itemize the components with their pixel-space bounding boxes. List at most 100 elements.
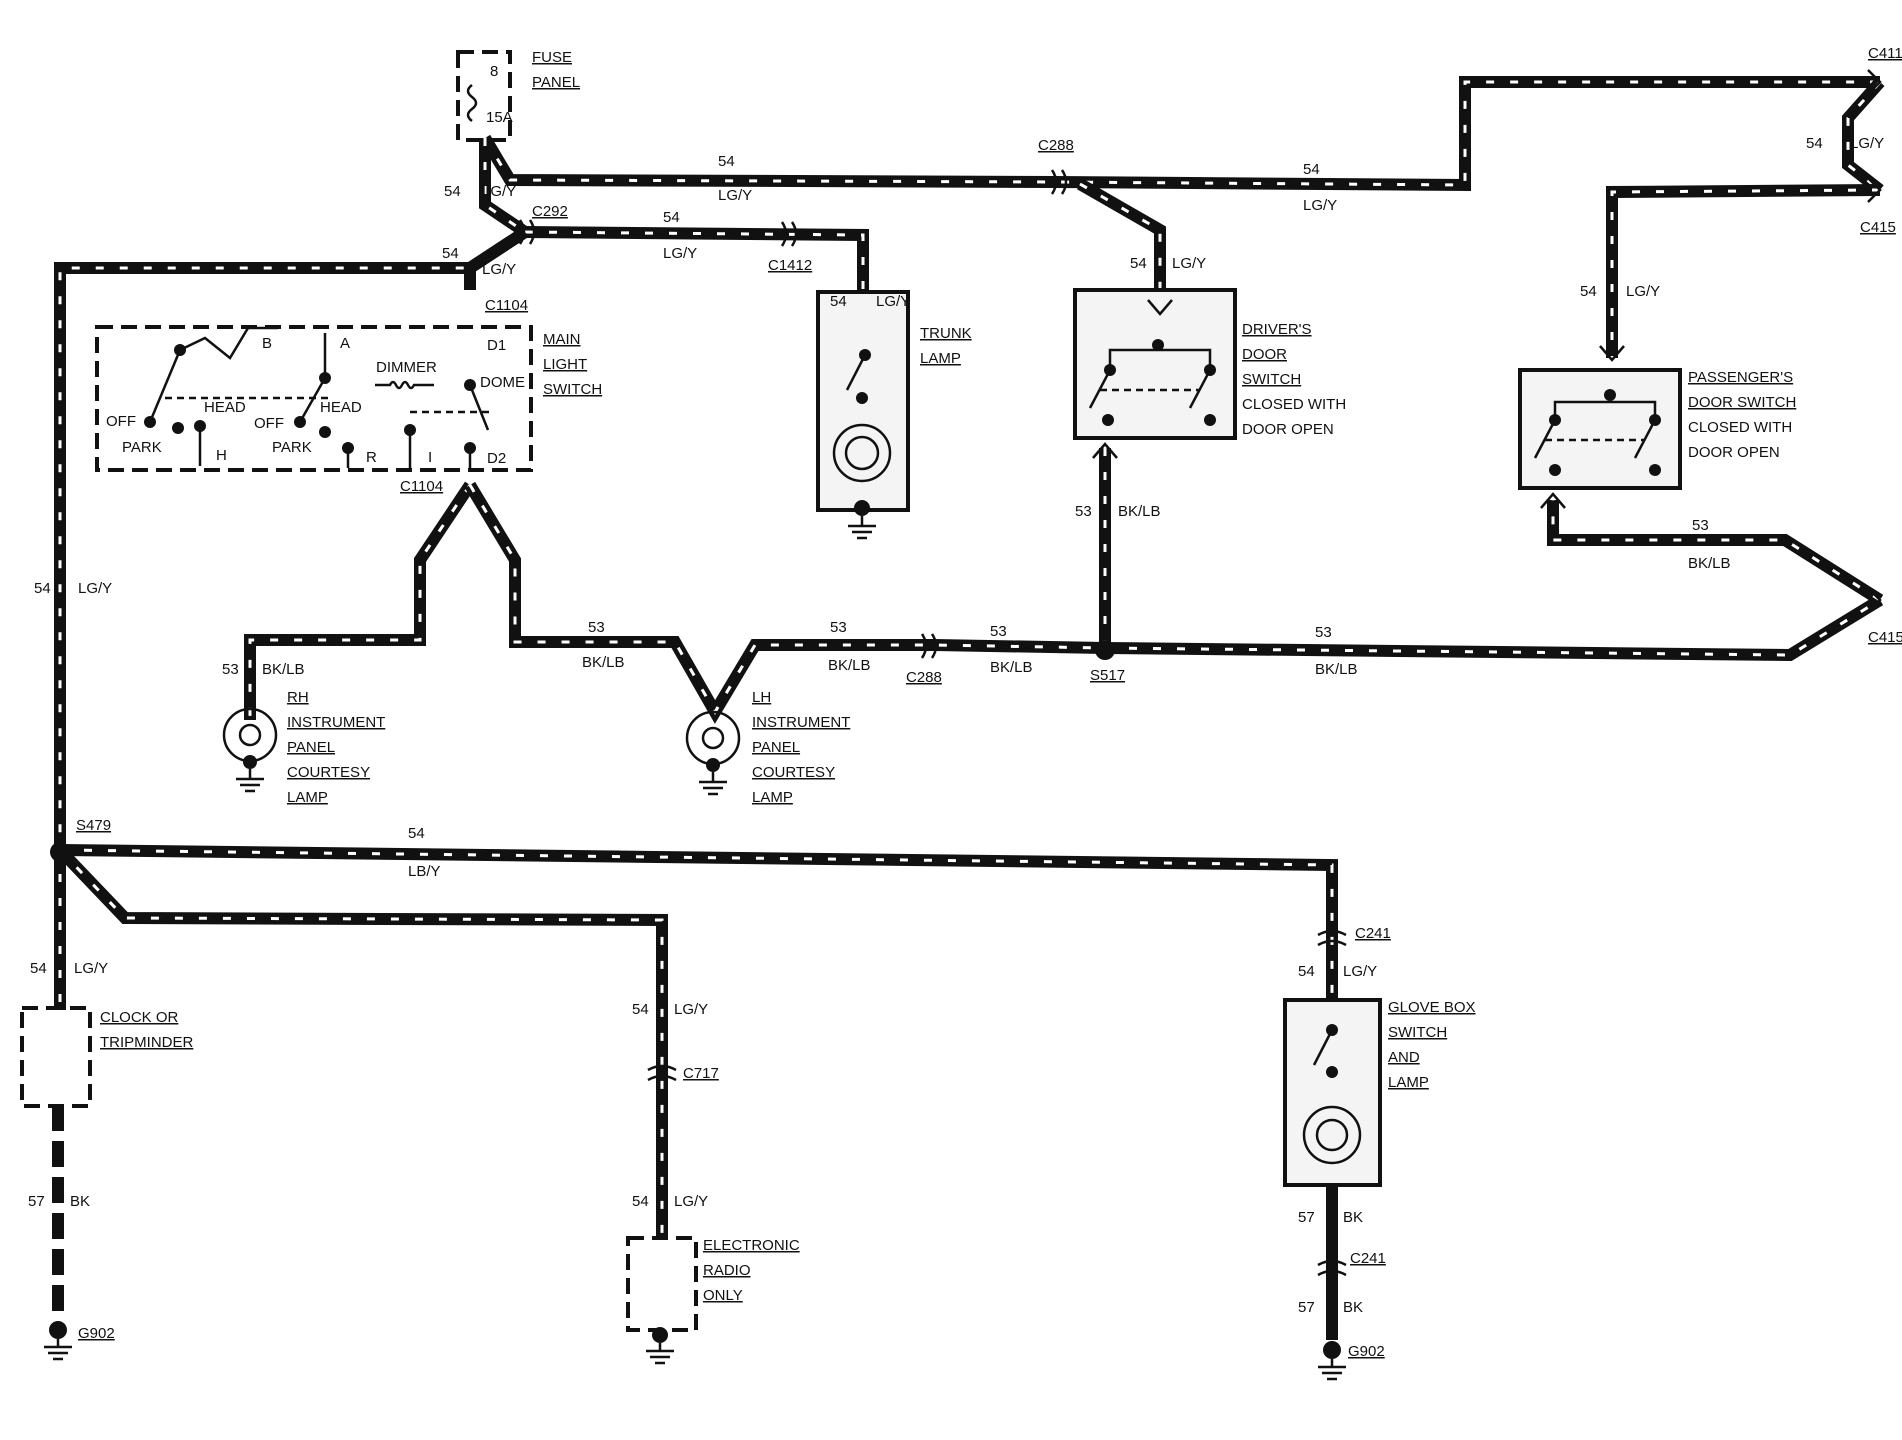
svg-text:LAMP: LAMP (920, 350, 961, 367)
svg-text:54: 54 (442, 245, 459, 262)
fuse-number: 8 (490, 63, 498, 80)
svg-text:53: 53 (1692, 517, 1709, 534)
svg-text:DIMMER: DIMMER (376, 359, 437, 376)
svg-text:LB/Y: LB/Y (408, 863, 441, 880)
svg-text:LH: LH (752, 689, 771, 706)
svg-text:DOOR SWITCH: DOOR SWITCH (1688, 394, 1796, 411)
rh-ground-icon (236, 769, 264, 793)
svg-text:LAMP: LAMP (1388, 1074, 1429, 1091)
lh-ground-icon (699, 772, 727, 796)
fuse-subtitle: PANEL (532, 74, 580, 91)
clock-tripminder: CLOCK OR TRIPMINDER (20, 1006, 194, 1108)
svg-text:OFF: OFF (254, 415, 284, 432)
connector-c292 (518, 219, 536, 245)
svg-text:S479: S479 (76, 817, 111, 834)
svg-text:DRIVER'S: DRIVER'S (1242, 321, 1312, 338)
connectors: C288 C292 C1412 C1104 C1104 C288 C411 C4… (400, 45, 1902, 1277)
svg-text:C415: C415 (1868, 629, 1902, 646)
svg-text:BK/LB: BK/LB (1118, 503, 1161, 520)
svg-text:54: 54 (663, 209, 680, 226)
wire-c292-trunk-stripe (524, 230, 865, 290)
svg-text:DOOR OPEN: DOOR OPEN (1688, 444, 1780, 461)
main-light-switch: B A DIMMER D1 DOME HEAD HEAD OFF OFF PAR… (95, 325, 602, 472)
svg-text:54: 54 (444, 183, 461, 200)
splice-s479 (50, 842, 70, 862)
svg-text:PARK: PARK (122, 439, 162, 456)
svg-text:PASSENGER'S: PASSENGER'S (1688, 369, 1793, 386)
svg-text:LG/Y: LG/Y (1343, 963, 1377, 980)
svg-text:54: 54 (408, 825, 425, 842)
svg-text:ELECTRONIC: ELECTRONIC (703, 1237, 800, 1254)
svg-text:54: 54 (632, 1001, 649, 1018)
svg-text:A: A (340, 335, 350, 352)
svg-text:54: 54 (632, 1193, 649, 1210)
radio-ground-icon (646, 1343, 674, 1365)
svg-text:LG/Y: LG/Y (1626, 283, 1660, 300)
ground-g902-left: G902 (44, 1321, 115, 1361)
ground-icon (1318, 1359, 1346, 1381)
arrow-c415-top (1867, 177, 1882, 203)
svg-text:RH: RH (287, 689, 309, 706)
main-switch-box (95, 325, 533, 472)
svg-text:PANEL: PANEL (287, 739, 335, 756)
wire-c1104-rh (244, 481, 475, 720)
ground-icon (44, 1339, 72, 1361)
svg-text:I: I (428, 449, 432, 466)
svg-text:SWITCH: SWITCH (1388, 1024, 1447, 1041)
wires (52, 76, 1885, 1340)
svg-text:57: 57 (1298, 1299, 1315, 1316)
svg-text:54: 54 (1303, 161, 1320, 178)
drivers-door-switch: DRIVER'S DOOR SWITCH CLOSED WITH DOOR OP… (1073, 288, 1346, 440)
svg-text:LG/Y: LG/Y (674, 1001, 708, 1018)
svg-text:H: H (216, 447, 227, 464)
svg-text:COURTESY: COURTESY (752, 764, 835, 781)
connector-c288-top (1050, 169, 1068, 195)
connector-c241-top (1317, 929, 1347, 947)
wire-c1104-s517-stripe (468, 484, 1106, 715)
svg-text:LG/Y: LG/Y (482, 261, 516, 278)
svg-text:LG/Y: LG/Y (1850, 135, 1884, 152)
svg-text:D2: D2 (487, 450, 506, 467)
svg-text:54: 54 (1580, 283, 1597, 300)
svg-text:CLOSED WITH: CLOSED WITH (1242, 396, 1346, 413)
svg-text:LG/Y: LG/Y (674, 1193, 708, 1210)
wire-labels: 54 LG/Y 54 LG/Y 54 LG/Y 54 LG/Y 54 LG/Y … (28, 135, 1884, 1316)
svg-text:54: 54 (30, 960, 47, 977)
svg-text:LAMP: LAMP (287, 789, 328, 806)
svg-text:54: 54 (830, 293, 847, 310)
svg-text:PARK: PARK (272, 439, 312, 456)
svg-text:C1104: C1104 (400, 478, 443, 495)
svg-text:LAMP: LAMP (752, 789, 793, 806)
wire-c411-c415-stripe (1846, 81, 1882, 192)
svg-text:G902: G902 (78, 1325, 115, 1342)
connector-c288-bottom (920, 633, 938, 659)
wire-s479-glovebox (59, 844, 1338, 1000)
svg-text:OFF: OFF (106, 413, 136, 430)
svg-text:C241: C241 (1350, 1250, 1386, 1267)
svg-text:DOOR: DOOR (1242, 346, 1287, 363)
connector-c717 (647, 1064, 677, 1082)
svg-text:COURTESY: COURTESY (287, 764, 370, 781)
svg-text:C415: C415 (1860, 219, 1896, 236)
svg-text:PANEL: PANEL (752, 739, 800, 756)
svg-text:LG/Y: LG/Y (876, 293, 910, 310)
svg-text:57: 57 (28, 1193, 45, 1210)
svg-text:S517: S517 (1090, 667, 1125, 684)
trunk-bulb (832, 423, 892, 483)
svg-text:53: 53 (830, 619, 847, 636)
svg-text:AND: AND (1388, 1049, 1420, 1066)
svg-text:LG/Y: LG/Y (482, 183, 516, 200)
svg-text:53: 53 (990, 623, 1007, 640)
wire-c415-passenger (1606, 184, 1881, 358)
svg-text:BK/LB: BK/LB (582, 654, 625, 671)
wire-c288-driver-stripe (1079, 182, 1162, 310)
svg-text:BK/LB: BK/LB (1688, 555, 1731, 572)
svg-text:LG/Y: LG/Y (663, 245, 697, 262)
svg-text:D1: D1 (487, 337, 506, 354)
wire-c292-s479 (54, 226, 529, 850)
drivers-switch-box (1073, 288, 1237, 440)
dimmer-resistor (375, 380, 434, 390)
svg-text:BK: BK (1343, 1299, 1363, 1316)
svg-text:LG/Y: LG/Y (1303, 197, 1337, 214)
wire-fuse-to-c411 (479, 76, 1880, 192)
